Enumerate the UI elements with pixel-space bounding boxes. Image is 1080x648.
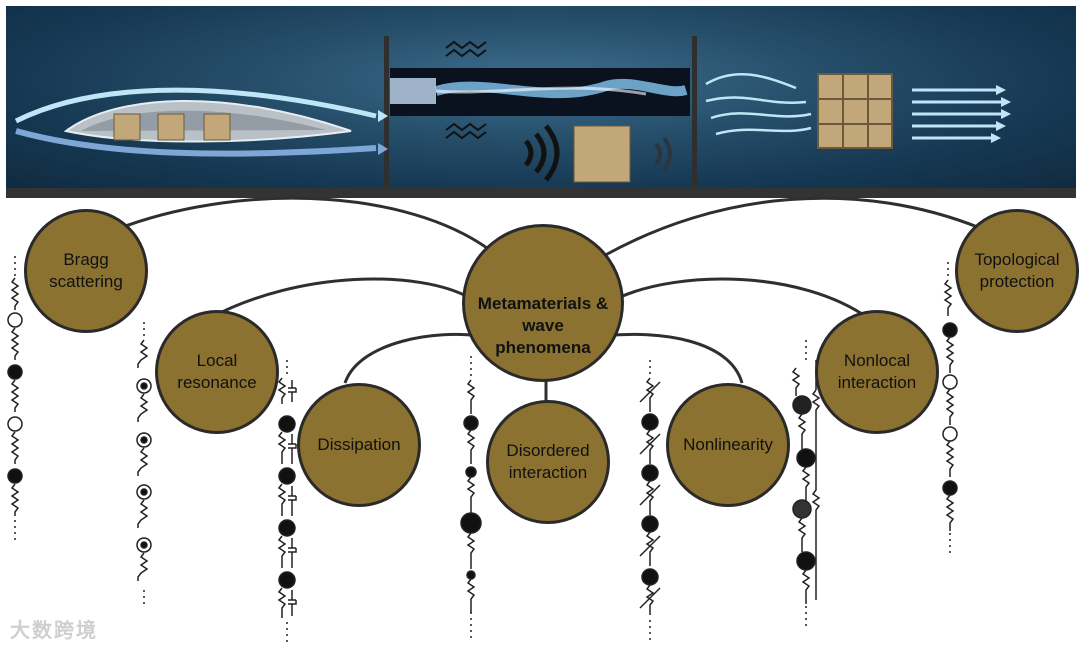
arc-bragg: [119, 196, 501, 260]
node-label: Bragg scattering: [49, 250, 123, 291]
panel-divider-2: [692, 36, 697, 192]
connection-arcs: [119, 196, 981, 402]
chain-disorder: [460, 356, 482, 640]
center-label: Metamaterials & wave phenomena: [477, 294, 609, 357]
node-label: Disordered interaction: [506, 441, 590, 482]
chain-dissipation: [277, 360, 297, 642]
banner-base-bar: [6, 188, 1076, 198]
node-label: Dissipation: [317, 435, 401, 454]
chain-local-resonance: [136, 322, 152, 608]
arc-local: [209, 277, 471, 320]
arc-topological: [599, 196, 981, 260]
arc-nonlocal: [617, 277, 869, 320]
node-metamaterials-center: Metamaterials & wave phenomena: [462, 224, 624, 382]
node-disordered-interaction: Disordered interaction: [486, 400, 610, 524]
panel-divider-1: [384, 36, 389, 192]
flow-control-panel: [705, 72, 1011, 149]
node-label: Topological protection: [974, 250, 1060, 291]
watermark: 大数跨境: [10, 614, 98, 643]
arc-nonlinearity: [603, 332, 744, 384]
watermark-text: 大数跨境: [10, 620, 98, 642]
node-nonlocal-interaction: Nonlocal interaction: [815, 310, 939, 434]
chain-bragg: [7, 256, 23, 540]
node-topological-protection: Topological protection: [955, 209, 1079, 333]
application-banner: [6, 6, 1076, 192]
chain-nonlinearity: [639, 360, 661, 640]
jet-panel: [390, 40, 690, 183]
node-local-resonance: Local resonance: [155, 310, 279, 434]
node-nonlinearity: Nonlinearity: [666, 383, 790, 507]
arc-dissipation: [343, 332, 479, 384]
node-label: Nonlocal interaction: [837, 351, 917, 392]
node-bragg-scattering: Bragg scattering: [24, 209, 148, 333]
node-label: Nonlinearity: [683, 435, 773, 454]
node-dissipation: Dissipation: [297, 383, 421, 507]
node-label: Local resonance: [177, 351, 257, 392]
airfoil-panel: [14, 87, 388, 157]
chain-topological: [942, 262, 958, 553]
